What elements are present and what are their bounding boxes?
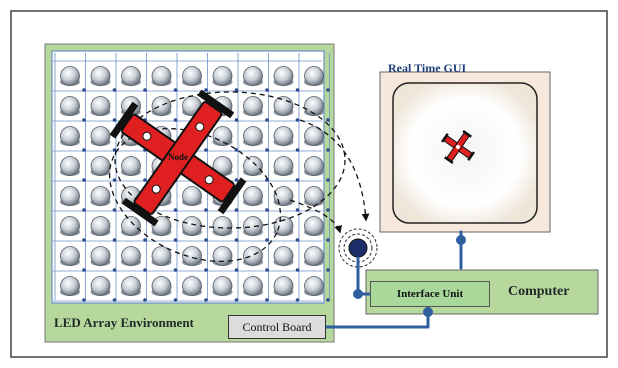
led-bulb-icon bbox=[273, 246, 300, 272]
led-bulb-icon bbox=[90, 246, 117, 272]
led-bulb-icon bbox=[90, 156, 117, 182]
robot-icon bbox=[109, 89, 247, 227]
trajectory-paths bbox=[108, 91, 370, 263]
gui-robot-icon bbox=[441, 130, 475, 164]
led-bulb-icon bbox=[212, 276, 239, 302]
led-bulb-icon bbox=[304, 96, 330, 122]
led-bulb-icon bbox=[90, 96, 117, 122]
led-bulb-icon bbox=[121, 156, 147, 182]
wires bbox=[324, 230, 466, 329]
led-bulb-icon bbox=[304, 276, 330, 302]
trajectory-ellipse-small bbox=[108, 127, 282, 263]
led-bulb-icon bbox=[151, 96, 178, 122]
led-bulb-icon bbox=[90, 216, 117, 242]
led-bulb-icon bbox=[243, 96, 269, 122]
led-bulb-icon bbox=[60, 66, 86, 92]
led-bulb-icon bbox=[90, 66, 117, 92]
led-bulb-icon bbox=[243, 246, 269, 272]
trajectory-from-grid bbox=[289, 199, 342, 234]
led-bulb-icon bbox=[60, 246, 86, 272]
led-bulb-icon bbox=[243, 276, 269, 302]
led-bulb-icon bbox=[60, 276, 86, 302]
computer-label: Computer bbox=[508, 284, 570, 299]
realtime-gui-title: Real Time GUI bbox=[388, 61, 467, 75]
led-bulb-icon bbox=[212, 246, 239, 272]
led-bulb-icon bbox=[273, 66, 300, 92]
robot-label: Node bbox=[168, 152, 188, 162]
trajectory-to-gui bbox=[299, 119, 370, 222]
led-bulb-icon bbox=[212, 216, 239, 242]
led-bulb-icon bbox=[151, 276, 178, 302]
led-bulb-icon bbox=[60, 186, 86, 212]
grid-lines bbox=[53, 53, 330, 302]
led-bulb-icon bbox=[304, 126, 330, 152]
led-bulb-icon bbox=[121, 216, 147, 242]
led-bulb-icon bbox=[182, 66, 208, 92]
led-bulb-icon bbox=[90, 126, 117, 152]
led-bulb-icon bbox=[182, 276, 208, 302]
led-environment-label: LED Array Environment bbox=[54, 315, 194, 330]
led-bulb-icon bbox=[60, 96, 86, 122]
led-bulb-icon bbox=[121, 276, 147, 302]
led-bulb-icon bbox=[243, 126, 269, 152]
trajectory-ellipse-large bbox=[114, 91, 346, 229]
led-bulb-icon bbox=[243, 156, 269, 182]
led-bulb-icon bbox=[304, 246, 330, 272]
led-bulb-icon bbox=[273, 276, 300, 302]
led-bulb-icon bbox=[304, 156, 330, 182]
led-bulb-icon bbox=[243, 186, 269, 212]
led-bulb-icon bbox=[60, 216, 86, 242]
interface-unit-box: Interface Unit bbox=[370, 281, 490, 307]
led-bulb-icon bbox=[304, 66, 330, 92]
led-bulb-icon bbox=[243, 66, 269, 92]
led-bulb-icon bbox=[243, 216, 269, 242]
led-bulb-icon bbox=[182, 246, 208, 272]
led-bulb-icon bbox=[60, 156, 86, 182]
led-bulb-icon bbox=[121, 246, 147, 272]
led-bulb-icon bbox=[304, 216, 330, 242]
led-bulb-icon bbox=[90, 186, 117, 212]
led-bulb-icon bbox=[151, 246, 178, 272]
outer-border bbox=[10, 10, 608, 358]
led-bulb-icon bbox=[182, 186, 208, 212]
led-bulb-icon bbox=[273, 156, 300, 182]
led-bulb-icon bbox=[304, 186, 330, 212]
control-board-box: Control Board bbox=[228, 315, 326, 339]
led-bulb-icon bbox=[151, 66, 178, 92]
led-bulb-icon bbox=[90, 276, 117, 302]
led-bulb-icon bbox=[121, 66, 147, 92]
led-bulb-icon bbox=[60, 126, 86, 152]
led-bulb-icon bbox=[273, 126, 300, 152]
led-bulb-icon bbox=[212, 66, 239, 92]
